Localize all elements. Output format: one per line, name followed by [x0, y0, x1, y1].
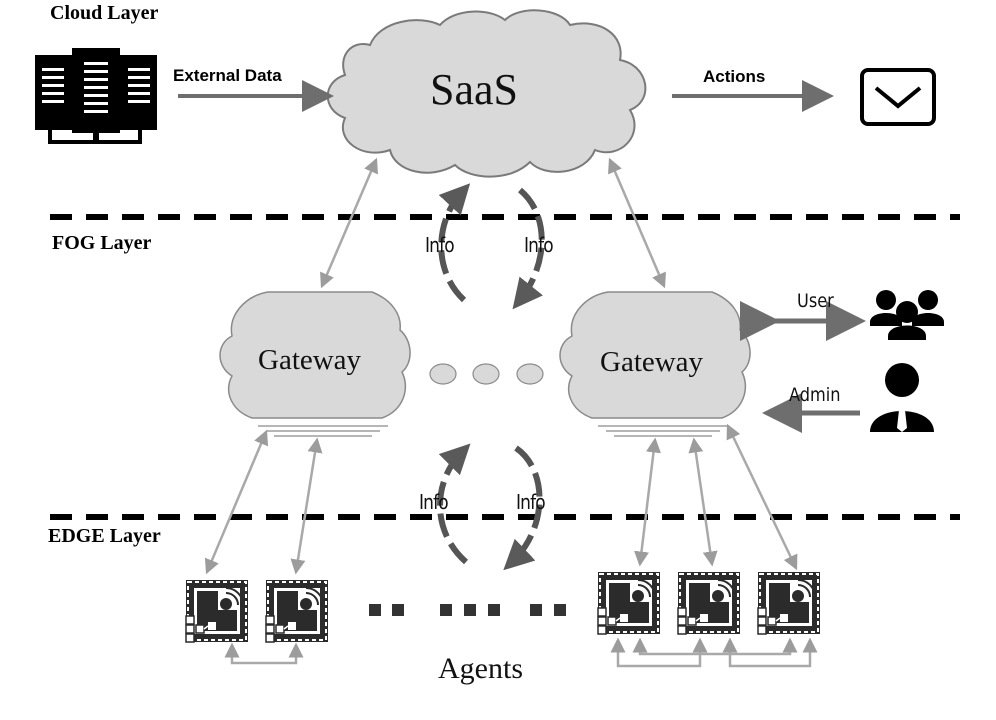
iot-chip-icon: [597, 571, 661, 635]
saas-gateway-right-link: [608, 157, 666, 289]
admin-label: Admin: [789, 384, 841, 406]
info-label-bottom-right: Info: [516, 490, 546, 514]
iot-chip-icon: [757, 571, 821, 635]
gateway-right-label: Gateway: [600, 346, 704, 378]
user-label: User: [797, 290, 834, 312]
gateway-left: [219, 291, 411, 437]
saas-label: SaaS: [430, 65, 518, 114]
info-cycle-bottom: [437, 443, 543, 571]
agent-peer-link-left: [224, 642, 304, 665]
info-cycle-top: [438, 183, 545, 310]
saas-cloud: [326, 9, 647, 178]
gateway-right-agent5-link: [726, 423, 798, 571]
external-data-label: External Data: [173, 66, 282, 85]
gateway-left-agent1-link: [204, 429, 269, 575]
gateway-left-agent2-link: [290, 437, 323, 575]
iot-chip-icon: [265, 579, 329, 643]
info-label-top-right: Info: [524, 233, 554, 257]
agent-peer-link-right-c: [632, 637, 798, 656]
iot-chip-icon: [677, 571, 741, 635]
info-label-top-left: Info: [425, 233, 455, 257]
info-label-bottom-left: Info: [419, 490, 449, 514]
agents-label: Agents: [438, 652, 523, 685]
agents-ellipsis: [369, 604, 566, 616]
saas-gateway-left-link: [320, 157, 378, 289]
admin-person-icon: [870, 363, 934, 432]
gateway-right: [559, 291, 751, 437]
server-icon: [35, 48, 157, 144]
gateway-ellipsis: [429, 363, 544, 385]
fog-layer-label: FOG Layer: [52, 232, 152, 254]
edge-layer-label: EDGE Layer: [48, 525, 161, 547]
cloud-layer-label: Cloud Layer: [50, 2, 159, 24]
iot-chip-icon: [185, 579, 249, 643]
gateway-left-label: Gateway: [258, 344, 362, 376]
users-group-icon: [870, 290, 944, 340]
gateway-right-agent4-link: [688, 437, 718, 567]
mail-icon: [860, 68, 936, 126]
gateway-right-agent3-link: [634, 437, 661, 567]
actions-label: Actions: [703, 67, 766, 86]
